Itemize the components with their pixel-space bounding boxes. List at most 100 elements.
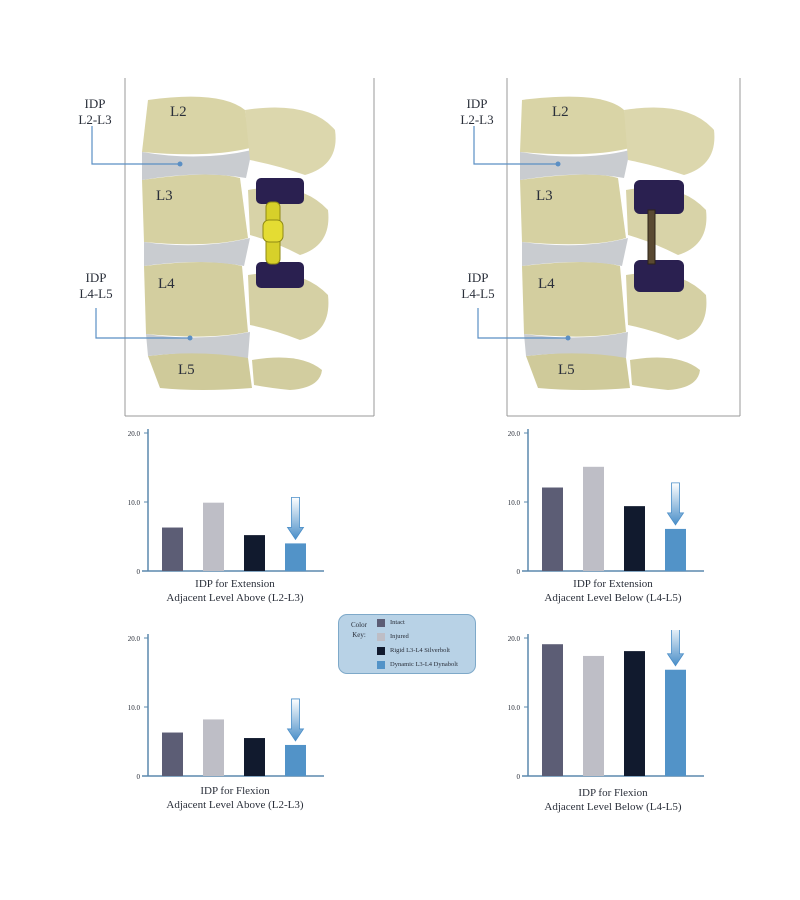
disc-l2-l3: [520, 150, 630, 180]
y-tick-label: 10.0: [128, 499, 141, 507]
idp-label-upper: IDP L2-L3: [70, 96, 120, 128]
vertebra-l3: [142, 174, 248, 245]
spine-drawing: [473, 78, 741, 417]
vertebra-l5: [526, 352, 630, 390]
vertebra-l5: [148, 352, 252, 390]
bar-dynamic-l3-l4-dynabolt: [285, 543, 306, 571]
vertebra-l4: [522, 262, 626, 337]
level-label-l3: L3: [156, 188, 173, 204]
posterior-element-l5: [252, 357, 322, 390]
idp-label-lower: IDP L4-L5: [452, 270, 504, 302]
y-tick-label: 0: [137, 568, 141, 576]
caption-line1: IDP for Flexion: [200, 785, 270, 797]
level-label-l4: L4: [538, 276, 555, 292]
legend-label-dynamic: Dynamic L3-L4 Dynabolt: [390, 661, 458, 668]
posterior-element-l2: [245, 107, 336, 175]
spine-illustration-silverbolt: L2 L3 L4 L5 IDP L2-L3 IDP L4-L5: [70, 70, 380, 420]
down-arrow-icon: [286, 497, 305, 541]
caption-line2: Adjacent Level Below (L4-L5): [544, 801, 682, 813]
idp-label-upper-line2: L2-L3: [78, 112, 112, 127]
color-key: Color Key: Intact Injured Rigid L3-L4 Si…: [338, 614, 476, 674]
level-label-l3: L3: [536, 188, 553, 204]
legend-label-rigid: Rigid L3-L4 Silverbolt: [390, 647, 450, 654]
y-tick-label: 20.0: [508, 635, 521, 643]
y-tick-label: 10.0: [508, 499, 521, 507]
leader-dot-upper: [555, 161, 561, 167]
bar-injured: [583, 655, 604, 776]
y-tick-label: 0: [517, 773, 521, 781]
leader-line-upper: [91, 126, 180, 165]
chart-extension-below-caption: IDP for Extension Adjacent Level Below (…: [483, 577, 743, 605]
posterior-element-l5: [630, 357, 700, 390]
caption-line2: Adjacent Level Above (L2-L3): [166, 592, 304, 604]
bar-rigid-l3-l4-silverbolt: [244, 535, 265, 571]
level-label-l5: L5: [178, 362, 195, 378]
level-label-l2: L2: [552, 104, 569, 120]
level-label-l4: L4: [158, 276, 175, 292]
screw-head-lower: [634, 260, 684, 292]
bar-injured: [203, 719, 224, 776]
chart-extension-above: 0 10.0 20.0: [110, 425, 340, 585]
posterior-element-l4: [248, 272, 329, 340]
idp-label-lower-line1: IDP: [85, 270, 107, 285]
chart-flexion-below-caption: IDP for Flexion Adjacent Level Below (L4…: [483, 786, 743, 814]
silverbolt-connector: [262, 219, 284, 243]
leader-dot-lower: [565, 335, 571, 341]
legend-swatch-dynamic: [377, 660, 385, 669]
vertebra-l2: [142, 96, 250, 155]
bar-injured: [203, 502, 224, 571]
y-tick-label: 20.0: [508, 430, 521, 438]
chart-flexion-above-svg: 010.020.0: [128, 634, 324, 781]
idp-label-lower-line1: IDP: [467, 270, 489, 285]
chart-extension-above-svg: 0 10.0 20.0: [128, 429, 324, 576]
bar-intact: [162, 732, 183, 776]
disc-l3-l4: [522, 238, 628, 266]
disc-l3-l4: [144, 238, 250, 266]
color-key-title-line2: Key:: [352, 631, 366, 639]
spine-drawing: [91, 78, 375, 417]
legend-label-injured: Injured: [390, 633, 409, 640]
level-label-l5: L5: [558, 362, 575, 378]
y-tick-label: 0: [517, 568, 521, 576]
idp-label-lower-line2: L4-L5: [461, 286, 495, 301]
bar-dynamic-l3-l4-dynabolt: [665, 528, 686, 571]
dynabolt-cord: [647, 209, 656, 265]
posterior-element-l2: [624, 107, 715, 175]
legend-item-injured: Injured: [377, 631, 409, 642]
spine-illustration-dynabolt: L2 L3 L4 L5 IDP L2-L3 IDP L4-L5: [452, 70, 762, 420]
screw-head-lower: [256, 262, 304, 288]
idp-label-lower-line2: L4-L5: [79, 286, 113, 301]
chart-extension-below: 0 10.0 20.0: [490, 425, 720, 585]
legend-item-rigid: Rigid L3-L4 Silverbolt: [377, 645, 450, 656]
caption-line2: Adjacent Level Above (L2-L3): [166, 799, 304, 811]
screw-head-upper: [634, 180, 684, 214]
idp-label-upper: IDP L2-L3: [452, 96, 502, 128]
vertebra-l2: [520, 96, 630, 155]
bar-intact: [162, 527, 183, 571]
legend-item-dynamic: Dynamic L3-L4 Dynabolt: [377, 659, 458, 670]
caption-line1: IDP for Flexion: [578, 787, 648, 799]
vertebra-l4: [144, 262, 248, 337]
color-key-title-line1: Color: [351, 621, 367, 629]
leader-dot-upper: [177, 161, 183, 167]
color-key-title: Color Key:: [345, 620, 373, 640]
leader-line-lower: [477, 308, 568, 339]
bar-rigid-l3-l4-silverbolt: [624, 651, 645, 776]
chart-extension-below-svg: 0 10.0 20.0: [508, 429, 704, 576]
idp-label-upper-line1: IDP: [84, 96, 106, 111]
chart-flexion-above-caption: IDP for Flexion Adjacent Level Above (L2…: [105, 784, 365, 812]
caption-line1: IDP for Extension: [573, 578, 653, 590]
level-label-l2: L2: [170, 104, 187, 120]
chart-flexion-below-svg: 010.020.0: [508, 623, 704, 781]
bar-dynamic-l3-l4-dynabolt: [665, 669, 686, 776]
leader-line-lower: [95, 308, 190, 339]
vertebra-l3: [520, 174, 626, 245]
caption-line2: Adjacent Level Below (L4-L5): [544, 592, 682, 604]
bar-rigid-l3-l4-silverbolt: [244, 738, 265, 776]
y-tick-label: 10.0: [128, 704, 141, 712]
y-tick-label: 20.0: [128, 430, 141, 438]
y-tick-label: 0: [137, 773, 141, 781]
legend-swatch-rigid: [377, 646, 385, 655]
leader-line-upper: [473, 126, 558, 165]
